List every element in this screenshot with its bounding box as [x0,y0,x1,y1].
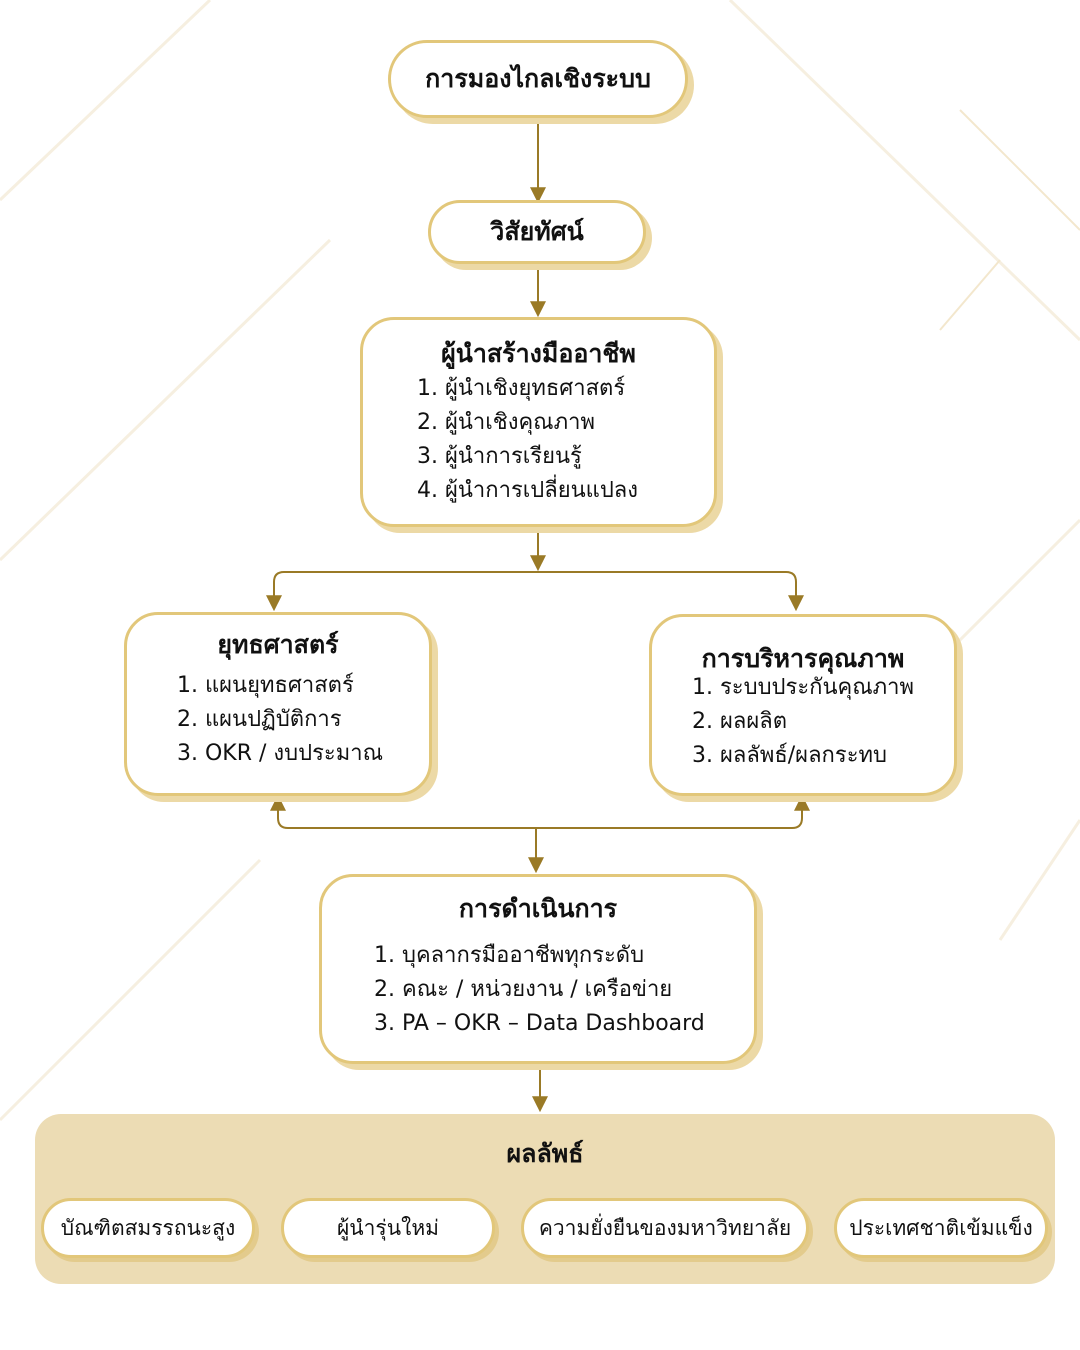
outcome-high-competency-graduates: บัณฑิตสมรรถนะสูง [41,1198,255,1258]
node-leadership: ผู้นำสร้างมืออาชีพ 1. ผู้นำเชิงยุทธศาสตร… [360,317,717,527]
outcome-university-sustainability: ความยั่งยืนของมหาวิทยาลัย [521,1198,809,1258]
arrow-up-to-quality [536,794,810,829]
node-strategy-list: 1. แผนยุทธศาสตร์ 2. แผนปฏิบัติการ 3. OKR… [177,669,383,771]
node-operations: การดำเนินการ 1. บุคลากรมืออาชีพทุกระดับ … [319,874,757,1064]
node-quality-title: การบริหารคุณภาพ [701,644,905,673]
list-item: 3. ผู้นำการเรียนรู้ [417,444,582,469]
node-vision-label: วิสัยทัศน์ [490,217,584,246]
list-item: 2. คณะ / หน่วยงาน / เครือข่าย [374,977,673,1002]
node-systems-thinking: การมองไกลเชิงระบบ [388,40,688,118]
list-item: 1. ผู้นำเชิงยุทธศาสตร์ [417,376,626,401]
list-item: 1. ระบบประกันคุณภาพ [692,675,914,700]
node-operations-title: การดำเนินการ [458,894,618,923]
outcomes-title: ผลลัพธ์ [506,1139,584,1168]
list-item: 2. ผลผลิต [692,709,788,734]
list-item: 4. ผู้นำการเปลี่ยนแปลง [417,478,639,503]
list-item: 1. แผนยุทธศาสตร์ [177,673,354,698]
node-quality-management: การบริหารคุณภาพ 1. ระบบประกันคุณภาพ 2. ผ… [649,614,957,796]
node-leadership-title: ผู้นำสร้างมืออาชีพ [441,339,636,368]
list-item: 2. แผนปฏิบัติการ [177,707,342,732]
outcomes-panel: ผลลัพธ์ บัณฑิตสมรรถนะสูง ผู้นำรุ่นใหม่ ค… [35,1114,1055,1284]
list-item: 3. OKR / งบประมาณ [177,741,383,766]
list-item: 3. PA – OKR – Data Dashboard [374,1011,705,1036]
node-quality-list: 1. ระบบประกันคุณภาพ 2. ผลผลิต 3. ผลลัพธ์… [692,671,914,773]
node-strategy-title: ยุทธศาสตร์ [217,630,339,659]
node-systems-thinking-label: การมองไกลเชิงระบบ [425,64,651,93]
node-leadership-list: 1. ผู้นำเชิงยุทธศาสตร์ 2. ผู้นำเชิงคุณภา… [417,372,638,508]
list-item: 2. ผู้นำเชิงคุณภาพ [417,410,595,435]
list-item: 1. บุคลากรมืออาชีพทุกระดับ [374,943,645,968]
arrow-to-strategy [266,571,538,612]
list-item: 3. ผลลัพธ์/ผลกระทบ [692,743,887,768]
node-vision: วิสัยทัศน์ [428,200,646,264]
node-operations-list: 1. บุคลากรมืออาชีพทุกระดับ 2. คณะ / หน่ว… [374,939,705,1041]
arrow-to-quality [538,571,804,612]
outcome-strong-nation: ประเทศชาติเข้มแข็ง [834,1198,1048,1258]
arrow-up-to-strategy [270,794,536,829]
outcome-new-generation-leaders: ผู้นำรุ่นใหม่ [281,1198,495,1258]
node-strategy: ยุทธศาสตร์ 1. แผนยุทธศาสตร์ 2. แผนปฏิบัต… [124,612,432,796]
